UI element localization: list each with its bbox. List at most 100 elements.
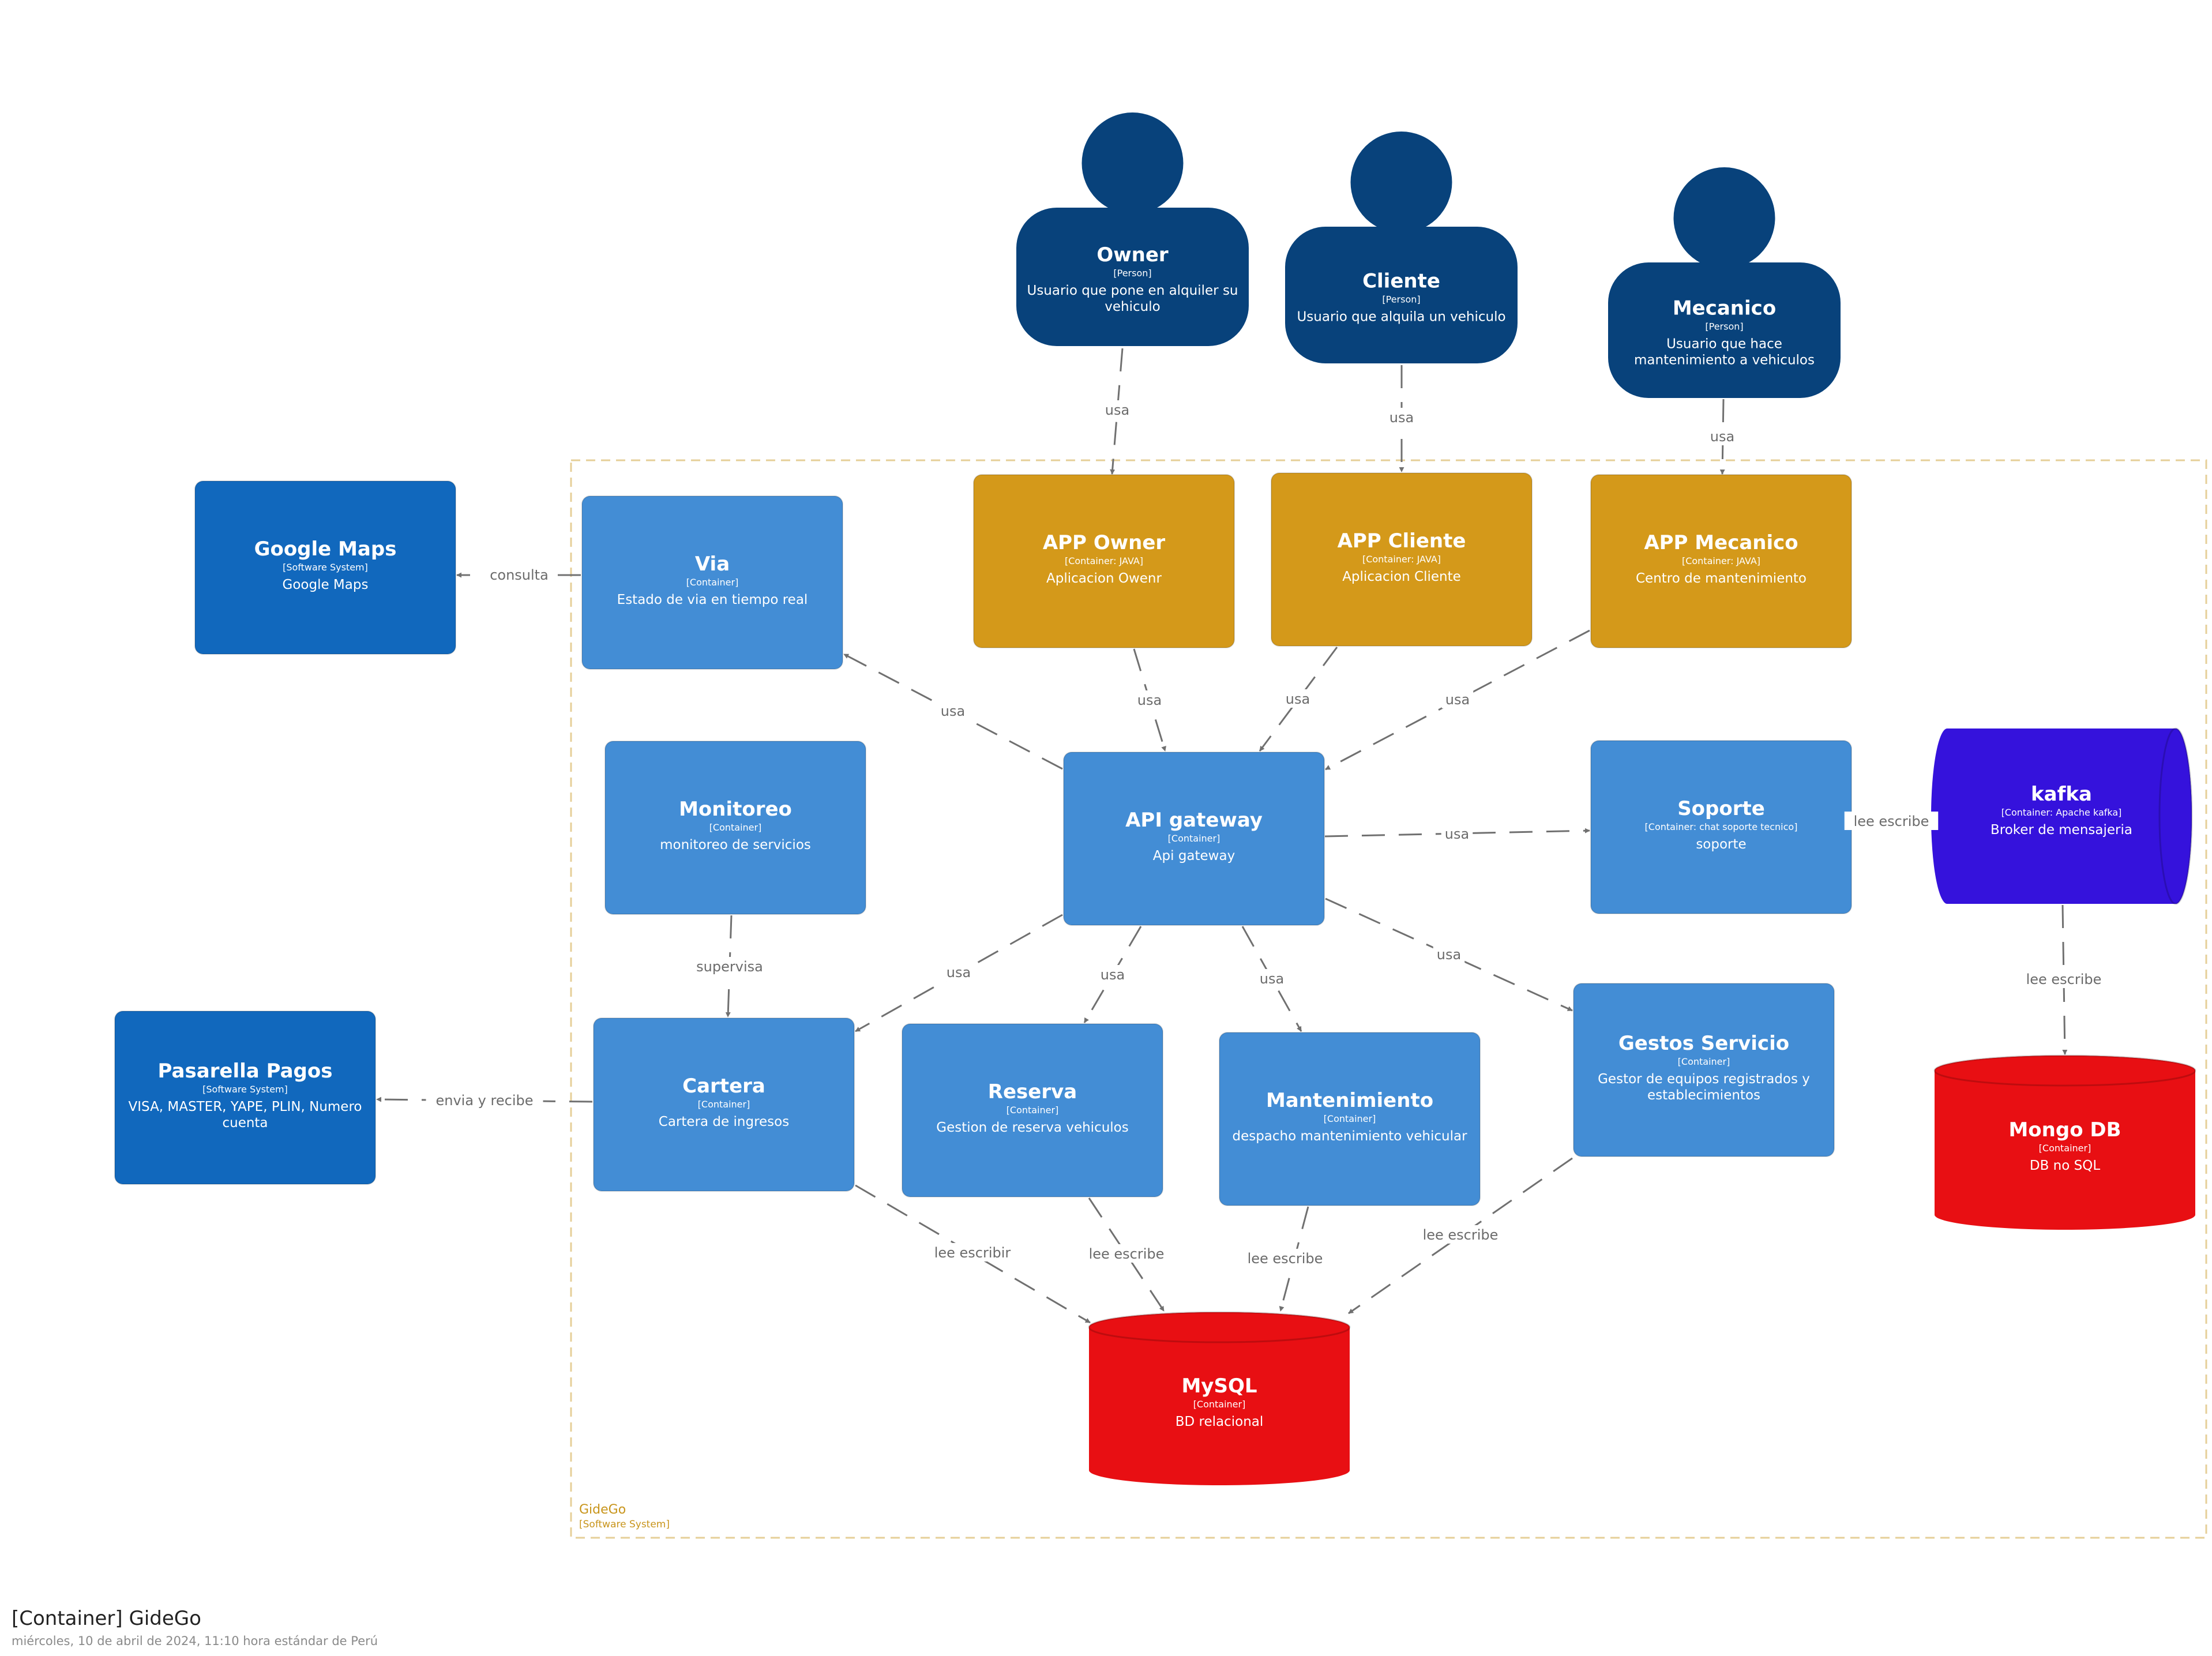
edge-label-monitoreo-cartera: supervisa xyxy=(696,959,763,975)
person-body-icon xyxy=(1016,208,1249,346)
edge-label-bg xyxy=(1413,1225,1508,1244)
node-description: Aplicacion Cliente xyxy=(1342,569,1461,584)
queue-end-icon xyxy=(2158,727,2193,905)
node-type: [Container: JAVA] xyxy=(1362,554,1441,565)
edge-label-api-mantenimiento: usa xyxy=(1260,971,1284,987)
edge-cartera-mysql xyxy=(855,1184,1091,1324)
node-description: cuenta xyxy=(222,1116,268,1131)
node-name: Owner xyxy=(1096,243,1169,266)
edge-label-cartera-pasarella: envia y recibe xyxy=(436,1092,534,1109)
edge-label-bg xyxy=(2016,970,2111,988)
node-type: [Container] xyxy=(709,822,762,833)
node-name: Gestos Servicio xyxy=(1618,1032,1789,1055)
edge-label-api-cartera: usa xyxy=(947,964,971,981)
node-box xyxy=(604,741,866,915)
edge-api-mantenimiento xyxy=(1241,926,1302,1032)
edge-label-appowner-api: usa xyxy=(1137,692,1162,708)
node-mysql[interactable]: MySQL[Container]BD relacional xyxy=(1088,1311,1351,1485)
node-name: Soporte xyxy=(1677,797,1765,820)
node-box xyxy=(1063,752,1325,926)
node-description: despacho mantenimiento vehicular xyxy=(1232,1129,1467,1144)
node-mecanico[interactable]: Mecanico[Person]Usuario que hacemantenim… xyxy=(1608,167,1841,398)
node-gestos[interactable]: Gestos Servicio[Container]Gestor de equi… xyxy=(1573,983,1835,1157)
edge-label-bg xyxy=(1079,1244,1174,1263)
node-type: [Software System] xyxy=(202,1084,288,1095)
node-monitoreo[interactable]: Monitoreo[Container]monitoreo de servici… xyxy=(604,741,866,915)
node-description: soporte xyxy=(1696,837,1746,852)
node-description: Google Maps xyxy=(283,577,369,592)
diagram-title: [Container] GideGo xyxy=(12,1607,201,1630)
edge-label-soporte-kafka: lee escribe xyxy=(1854,813,1929,829)
node-box xyxy=(902,1023,1163,1197)
node-type: [Container: JAVA] xyxy=(1065,555,1143,566)
edge-label-bg xyxy=(1101,400,1133,419)
node-name: Via xyxy=(695,553,730,576)
node-description: Usuario que hace xyxy=(1666,337,1782,352)
node-cliente[interactable]: Cliente[Person]Usuario que alquila un ve… xyxy=(1285,132,1518,363)
node-name: kafka xyxy=(2031,783,2092,806)
node-pasarella[interactable]: Pasarella Pagos[Software System]VISA, MA… xyxy=(114,1011,376,1185)
node-description: Aplicacion Owenr xyxy=(1046,571,1162,586)
node-box xyxy=(194,480,456,655)
node-cartera[interactable]: Cartera[Container]Cartera de ingresos xyxy=(593,1017,855,1192)
node-type: [Person] xyxy=(1705,321,1743,332)
node-name: APP Cliente xyxy=(1338,530,1466,553)
node-description: Api gateway xyxy=(1153,848,1235,863)
node-mantenimiento[interactable]: Mantenimiento[Container]despacho manteni… xyxy=(1219,1032,1481,1206)
node-description: BD relacional xyxy=(1176,1414,1264,1429)
node-box xyxy=(1271,472,1533,647)
edge-label-bg xyxy=(1096,965,1129,983)
edge-label-appcliente-api: usa xyxy=(1286,691,1310,707)
edge-appcliente-api xyxy=(1259,647,1338,752)
node-name: Monitoreo xyxy=(679,798,792,821)
database-top-icon xyxy=(1088,1311,1351,1343)
node-name: Pasarella Pagos xyxy=(158,1060,333,1083)
edge-api-gestos xyxy=(1325,898,1573,1012)
node-description: DB no SQL xyxy=(2030,1158,2100,1173)
edge-label-api-gestos: usa xyxy=(1437,947,1461,963)
node-type: [Container] xyxy=(698,1099,750,1110)
database-cylinder-icon xyxy=(1089,1312,1350,1485)
node-name: Mecanico xyxy=(1673,297,1776,320)
node-api_gateway[interactable]: API gateway[Container]Api gateway xyxy=(1063,752,1325,926)
edge-label-mantenimiento-mysql: lee escribe xyxy=(1248,1251,1323,1267)
node-kafka[interactable]: kafka[Container: Apache kafka] Broker de … xyxy=(1931,727,2193,905)
node-box xyxy=(593,1017,855,1192)
edge-label-bg xyxy=(1385,408,1418,426)
edge-reserva-mysql xyxy=(1088,1197,1165,1312)
node-description: Broker de mensajeria xyxy=(1991,823,2132,838)
node-box xyxy=(114,1011,376,1185)
edge-label-gestos-mysql: lee escribe xyxy=(1423,1227,1499,1243)
node-description: establecimientos xyxy=(1647,1088,1760,1103)
node-name: API gateway xyxy=(1125,809,1263,832)
node-app_cliente[interactable]: APP Cliente[Container: JAVA] Aplicacion C… xyxy=(1271,472,1533,647)
edge-label-api-via: usa xyxy=(941,703,965,719)
node-type: [Container] xyxy=(1678,1056,1730,1067)
node-box xyxy=(1219,1032,1481,1206)
node-description: Usuario que pone en alquiler su xyxy=(1027,283,1238,298)
node-app_mecanico[interactable]: APP Mecanico[Container: JAVA]Centro de m… xyxy=(1590,474,1852,648)
node-type: [Software System] xyxy=(283,562,368,573)
edge-label-bg xyxy=(690,957,769,975)
edge-label-mecanico-appmecanico: usa xyxy=(1710,429,1734,445)
queue-cylinder-icon xyxy=(1931,729,2192,904)
node-type: [Container: Apache kafka] xyxy=(2001,807,2122,818)
node-mongodb[interactable]: Mongo DB[Container]DB no SQL xyxy=(1933,1054,2196,1230)
edge-label-cliente-appcliente: usa xyxy=(1389,410,1414,426)
node-description: Cartera de ingresos xyxy=(659,1114,789,1129)
node-name: Reserva xyxy=(988,1080,1077,1103)
edge-label-api-reserva: usa xyxy=(1101,967,1125,983)
node-google_maps[interactable]: Google Maps[Software System]Google Maps xyxy=(194,480,456,655)
person-body-icon xyxy=(1285,227,1518,363)
person-head-icon xyxy=(1673,167,1775,269)
edge-owner-appowner xyxy=(1110,348,1124,475)
node-owner[interactable]: Owner[Person]Usuario que pone en alquile… xyxy=(1016,112,1249,346)
node-box xyxy=(581,495,843,670)
node-name: APP Mecanico xyxy=(1644,531,1798,554)
node-soporte[interactable]: Soporte[Container: chat soporte tecnico]… xyxy=(1590,740,1852,914)
edge-gestos-mysql xyxy=(1348,1157,1573,1315)
node-reserva[interactable]: Reserva[Container]Gestion de reserva veh… xyxy=(902,1023,1163,1197)
node-via[interactable]: Via[Container]Estado de via en tiempo re… xyxy=(581,495,843,670)
node-app_owner[interactable]: APP Owner[Container: JAVA]Aplicacion Owe… xyxy=(973,474,1235,648)
